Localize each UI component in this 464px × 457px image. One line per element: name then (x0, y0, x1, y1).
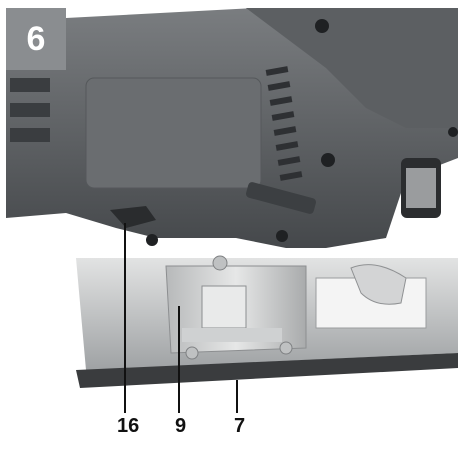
jigsaw-photo (6, 8, 458, 448)
callout-9: 9 (175, 415, 187, 437)
jigsaw-illustration (6, 8, 458, 413)
step-number-badge: 6 (6, 8, 66, 70)
lever-16 (110, 206, 156, 228)
callout-7: 7 (234, 415, 246, 437)
callout-16: 16 (117, 415, 140, 437)
